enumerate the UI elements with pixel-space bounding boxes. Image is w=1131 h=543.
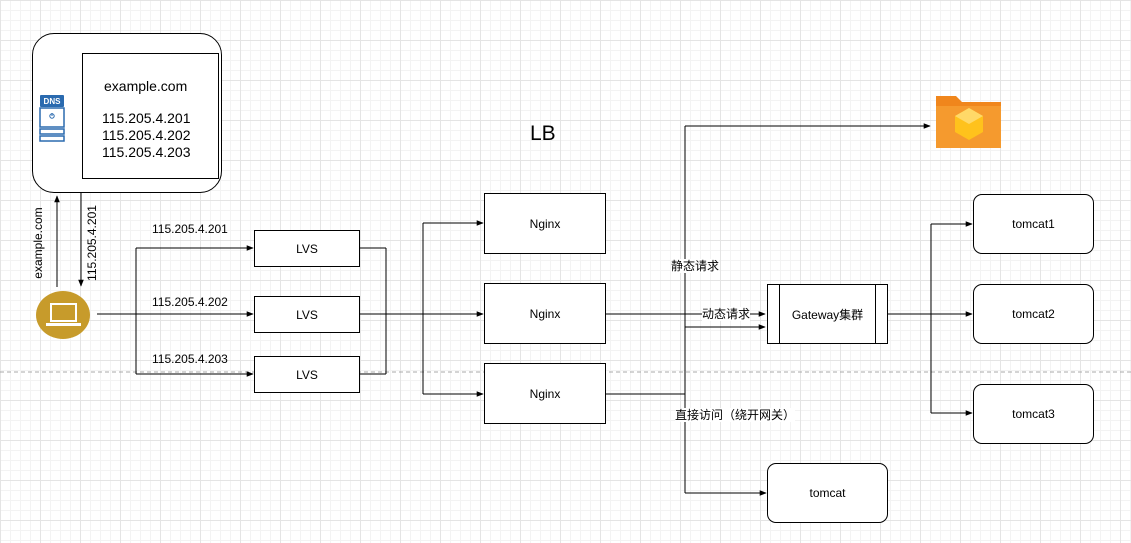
dynamic-request-label: 动态请求 [702, 307, 751, 321]
nginx-node-2[interactable]: Nginx [484, 283, 606, 344]
tomcat-node-1[interactable]: tomcat1 [973, 194, 1094, 254]
nginx-node-1[interactable]: Nginx [484, 193, 606, 254]
dns-ip-3: 115.205.4.203 [102, 144, 191, 160]
direct-access-label: 直接访问（绕开网关） [675, 408, 796, 422]
gateway-right-bar [875, 285, 876, 343]
lvs-edge-label-1: 115.205.4.201 [152, 222, 228, 236]
dns-record-box: example.com 115.205.4.201 115.205.4.202 … [82, 53, 219, 179]
gateway-left-bar [779, 285, 780, 343]
nginx-node-3[interactable]: Nginx [484, 363, 606, 424]
lvs-node-3[interactable]: LVS [254, 356, 360, 393]
dns-ip-1: 115.205.4.201 [102, 110, 191, 126]
static-request-label: 静态请求 [671, 259, 720, 273]
dns-badge: DNS [44, 97, 62, 106]
tomcat-node-2[interactable]: tomcat2 [973, 284, 1094, 344]
dns-answer-label: 115.205.4.201 [85, 205, 99, 281]
lvs-node-2[interactable]: LVS [254, 296, 360, 333]
dns-server-icon: DNS [39, 95, 65, 142]
tomcat-node-3[interactable]: tomcat3 [973, 384, 1094, 444]
lvs-edge-label-2: 115.205.4.202 [152, 295, 228, 309]
dns-ip-2: 115.205.4.202 [102, 127, 191, 143]
gateway-cluster-node[interactable]: Gateway集群 [767, 284, 888, 344]
direct-tomcat-node[interactable]: tomcat [767, 463, 888, 523]
dns-query-label: example.com [31, 207, 45, 279]
static-folder-icon[interactable] [934, 92, 1004, 150]
diagram-title: LB [530, 122, 556, 145]
dns-domain: example.com [104, 78, 188, 94]
lvs-edge-label-3: 115.205.4.203 [152, 352, 228, 366]
gateway-label: Gateway集群 [791, 307, 864, 322]
lvs-node-1[interactable]: LVS [254, 230, 360, 267]
laptop-client-icon[interactable] [35, 290, 97, 340]
